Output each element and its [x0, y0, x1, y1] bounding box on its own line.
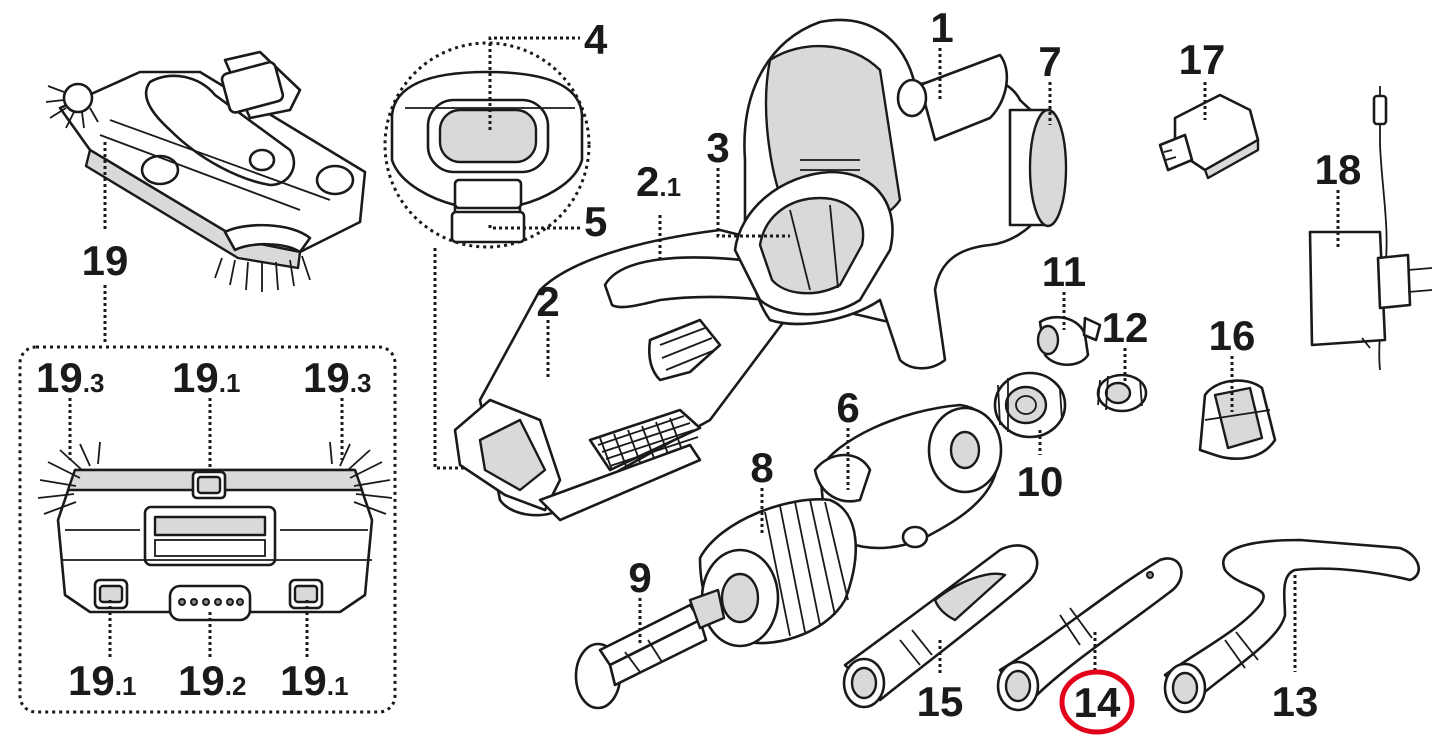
- part-14-tube: [996, 557, 1183, 712]
- svg-text:2.1: 2.1: [636, 158, 681, 205]
- part-19-3-brush-right: [329, 441, 393, 515]
- label-17-text: 17: [1179, 36, 1226, 83]
- part-19-1-roller-top: [191, 470, 227, 500]
- label-12: 12: [1102, 304, 1149, 382]
- label-14-highlight-ring: [1059, 669, 1135, 735]
- label-10: 10: [1017, 430, 1064, 505]
- label-19-1-left: 19.1: [68, 600, 136, 704]
- label-19-3-left-main: 19: [36, 354, 83, 401]
- label-7: 7: [1038, 38, 1062, 125]
- leader-4-5-to-2: [433, 248, 470, 470]
- part-8-filter: [698, 498, 858, 648]
- part-18-charger: [1308, 86, 1433, 371]
- svg-text:19.3: 19.3: [303, 354, 371, 401]
- label-19-2-main: 19: [178, 657, 225, 704]
- label-2: 2: [536, 278, 560, 378]
- label-13: 13: [1272, 575, 1319, 725]
- label-11-text: 11: [1042, 248, 1086, 295]
- svg-text:19.1: 19.1: [68, 657, 136, 704]
- label-19-text: 19: [82, 237, 129, 284]
- label-19-1-top-sub: .1: [219, 368, 241, 398]
- label-9-text: 9: [628, 554, 651, 601]
- label-4: 4: [488, 16, 608, 130]
- part-9-filter-rod: [574, 588, 726, 710]
- part-12: [1096, 373, 1148, 413]
- label-15: 15: [917, 640, 964, 725]
- part-3-cyclone: [733, 170, 894, 316]
- label-19: 19: [82, 142, 129, 345]
- label-19-2-sub: .2: [225, 671, 247, 701]
- label-5-text: 5: [584, 198, 607, 245]
- part-19-floor-nozzle: [45, 50, 367, 292]
- label-16-text: 16: [1209, 312, 1256, 359]
- label-8-text: 8: [750, 444, 773, 491]
- label-3-text: 3: [706, 124, 729, 171]
- label-16: 16: [1209, 312, 1256, 412]
- label-19-3-right-main: 19: [303, 354, 350, 401]
- label-2-1-main: 2: [636, 158, 659, 205]
- label-19-1-left-main: 19: [68, 657, 115, 704]
- label-8: 8: [750, 444, 774, 535]
- label-19-1-right-main: 19: [280, 657, 327, 704]
- label-1: 1: [930, 4, 954, 100]
- part-19-side-brush: [45, 82, 99, 129]
- part-13-handle: [1163, 538, 1420, 714]
- part-4-5-seal-detail: [383, 41, 591, 249]
- label-13-text: 13: [1272, 678, 1319, 725]
- label-1-text: 1: [930, 4, 953, 51]
- part-19-1-roller-left: [93, 578, 129, 610]
- label-19-2: 19.2: [178, 612, 246, 704]
- part-17-battery: [1158, 93, 1260, 180]
- part-16-clip: [1198, 379, 1277, 460]
- label-10-text: 10: [1017, 458, 1064, 505]
- part-2-container: [453, 228, 802, 522]
- label-6-text: 6: [836, 384, 859, 431]
- part-6-filter-cage: [813, 403, 1003, 550]
- label-3: 3: [706, 124, 790, 238]
- svg-text:19.2: 19.2: [178, 657, 246, 704]
- part-19-front-brush: [214, 223, 312, 292]
- svg-text:19.3: 19.3: [36, 354, 104, 401]
- label-19-1-right-sub: .1: [327, 671, 349, 701]
- part-19-1-roller-right: [288, 578, 324, 610]
- label-2-text: 2: [536, 278, 559, 325]
- label-2-1: 2.1: [636, 158, 681, 260]
- part-19-detail-box: [18, 345, 397, 714]
- label-7-text: 7: [1038, 38, 1061, 85]
- part-10-ring: [993, 371, 1067, 439]
- label-9: 9: [628, 554, 652, 645]
- svg-text:19.1: 19.1: [172, 354, 240, 401]
- label-18-text: 18: [1315, 146, 1362, 193]
- label-14-text: 14: [1074, 679, 1121, 726]
- label-19-3-left-sub: .3: [83, 368, 105, 398]
- label-19-1-top: 19.1: [172, 354, 240, 475]
- label-6: 6: [836, 384, 860, 490]
- label-15-text: 15: [917, 678, 964, 725]
- label-11: 11: [1042, 248, 1086, 330]
- label-5: 5: [488, 198, 607, 245]
- label-12-text: 12: [1102, 304, 1149, 351]
- svg-text:19.1: 19.1: [280, 657, 348, 704]
- label-19-1-left-sub: .1: [115, 671, 137, 701]
- label-17: 17: [1179, 36, 1226, 120]
- part-11: [1036, 315, 1102, 367]
- label-2-1-sub: .1: [659, 172, 681, 202]
- label-18: 18: [1315, 146, 1362, 250]
- label-19-1-right: 19.1: [280, 600, 348, 704]
- label-19-3-right: 19.3: [303, 354, 371, 460]
- label-4-text: 4: [584, 16, 608, 63]
- label-14: 14: [1059, 632, 1135, 735]
- label-19-1-top-main: 19: [172, 354, 219, 401]
- label-19-3-right-sub: .3: [350, 368, 372, 398]
- part-15-tube: [842, 544, 1039, 709]
- label-19-3-left: 19.3: [36, 354, 104, 460]
